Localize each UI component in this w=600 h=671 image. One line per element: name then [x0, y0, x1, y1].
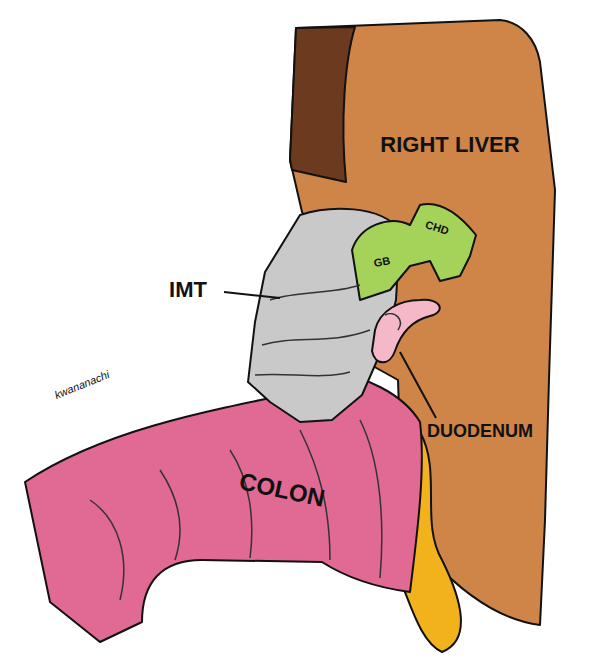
- duodenum-shape: [372, 300, 440, 362]
- liver-dark-patch: [290, 27, 355, 182]
- fold-lines: [90, 285, 400, 600]
- gallbladder-duct: [352, 204, 476, 300]
- part-name: IMT: [169, 279, 207, 301]
- part-name: DUODENUM: [427, 422, 533, 440]
- watermark: kwananachi: [53, 369, 111, 401]
- leader-lines: [224, 292, 436, 418]
- organ-name: RIGHT LIVER: [380, 134, 519, 156]
- colon-shape: [25, 372, 422, 642]
